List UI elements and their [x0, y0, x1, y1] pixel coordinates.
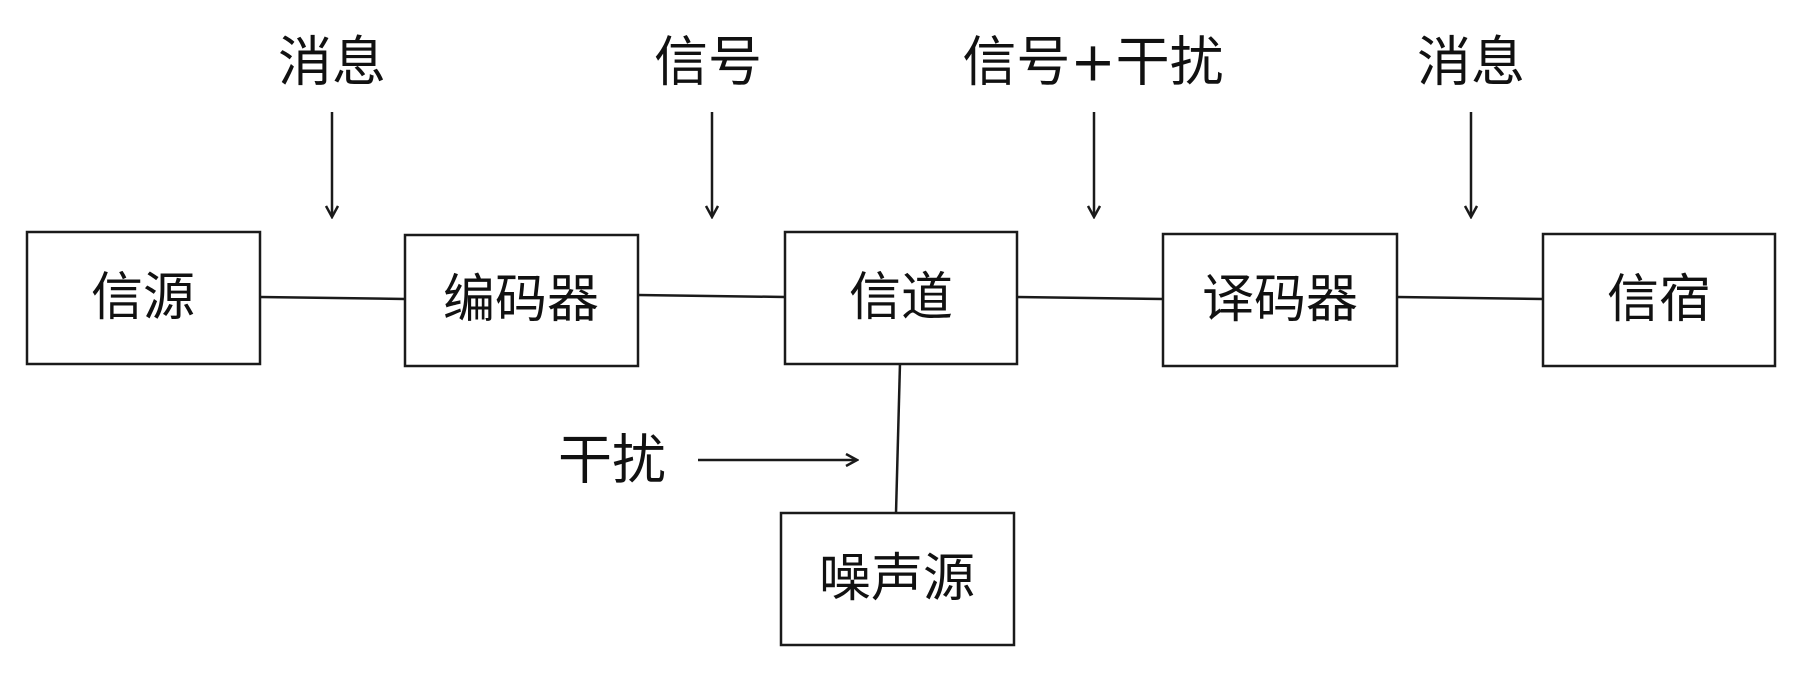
wire-channel-noise: [894, 362, 902, 514]
wire-channel-decoder: [1016, 295, 1164, 301]
label-signal-plus-noise: 信号+干扰: [962, 31, 1223, 94]
box-source-label: 信源: [91, 268, 195, 328]
wire-decoder-sink: [1396, 295, 1544, 301]
box-encoder: 编码器: [403, 233, 640, 368]
box-encoder-label: 编码器: [443, 270, 599, 330]
box-sink: 信宿: [1541, 232, 1777, 368]
box-noise-source: 噪声源: [779, 511, 1016, 647]
label-signal: 信号: [654, 31, 762, 94]
box-sink-label: 信宿: [1607, 270, 1711, 330]
box-channel-label: 信道: [849, 268, 953, 328]
box-noise-source-label: 噪声源: [819, 549, 975, 609]
box-source: 信源: [25, 230, 262, 366]
wire-encoder-channel: [637, 293, 786, 299]
wire-source-encoder: [259, 295, 406, 301]
label-interference: 干扰: [558, 429, 666, 492]
label-message-in: 消息: [278, 31, 386, 94]
box-decoder-label: 译码器: [1202, 270, 1358, 330]
label-message-out: 消息: [1417, 31, 1525, 94]
box-channel: 信道: [783, 230, 1019, 366]
box-decoder: 译码器: [1161, 232, 1399, 368]
